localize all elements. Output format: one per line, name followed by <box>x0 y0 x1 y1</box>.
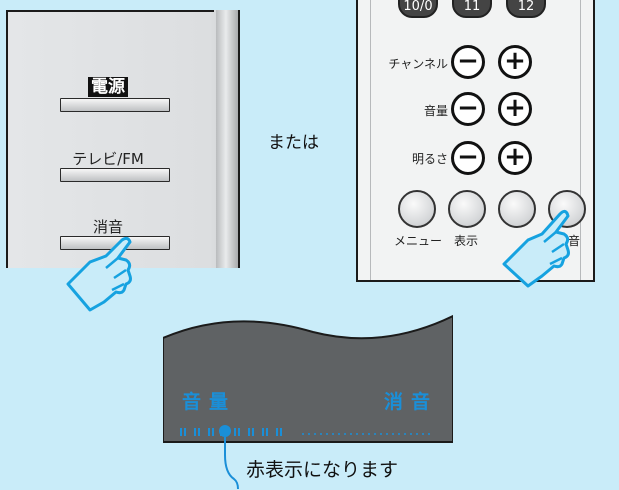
power-button[interactable] <box>60 98 170 112</box>
number-button-11[interactable]: 11 <box>452 0 492 18</box>
channel-minus-button[interactable]: − <box>451 45 485 79</box>
number-button-10[interactable]: 10/0 <box>398 0 438 18</box>
pointing-hand-icon <box>66 236 132 312</box>
channel-label: チャンネル <box>388 57 448 71</box>
panel-edge <box>216 10 238 268</box>
channel-plus-button[interactable]: + <box>498 45 532 79</box>
volume-label: 音量 <box>423 104 448 118</box>
volume-minus-button[interactable]: − <box>451 92 485 126</box>
remote-inner-line <box>370 0 371 280</box>
display-mute-text: 消音 <box>384 391 439 413</box>
number-button-12[interactable]: 12 <box>506 0 546 18</box>
brightness-label: 明るさ <box>411 152 448 166</box>
display-button[interactable] <box>448 190 486 228</box>
extra-button[interactable] <box>498 190 536 228</box>
display-label: 表示 <box>454 234 479 248</box>
pointing-hand-icon <box>502 209 570 288</box>
tv-display-screen <box>163 314 453 455</box>
tv-fm-button[interactable] <box>60 168 170 182</box>
tv-side-panel: 電源 テレビ/FM 消音 <box>6 10 240 268</box>
volume-plus-button[interactable]: + <box>498 92 532 126</box>
display-volume-text: 音量 <box>182 391 237 413</box>
caption-leader-line <box>224 455 239 490</box>
mute-label: 消音 <box>92 218 123 236</box>
menu-button[interactable] <box>398 190 436 228</box>
remote-inner-line <box>580 0 581 280</box>
or-label: または <box>268 133 319 153</box>
menu-label: メニュー <box>394 234 443 248</box>
caption-text: 赤表示になります <box>246 459 399 481</box>
power-label: 電源 <box>8 72 208 97</box>
brightness-plus-button[interactable]: + <box>498 141 532 175</box>
remote-control: 10/0 11 12 チャンネル − + 音量 − + 明るさ − + メニュー… <box>356 0 595 282</box>
brightness-minus-button[interactable]: − <box>451 141 485 175</box>
tv-fm-label: テレビ/FM <box>72 150 144 168</box>
